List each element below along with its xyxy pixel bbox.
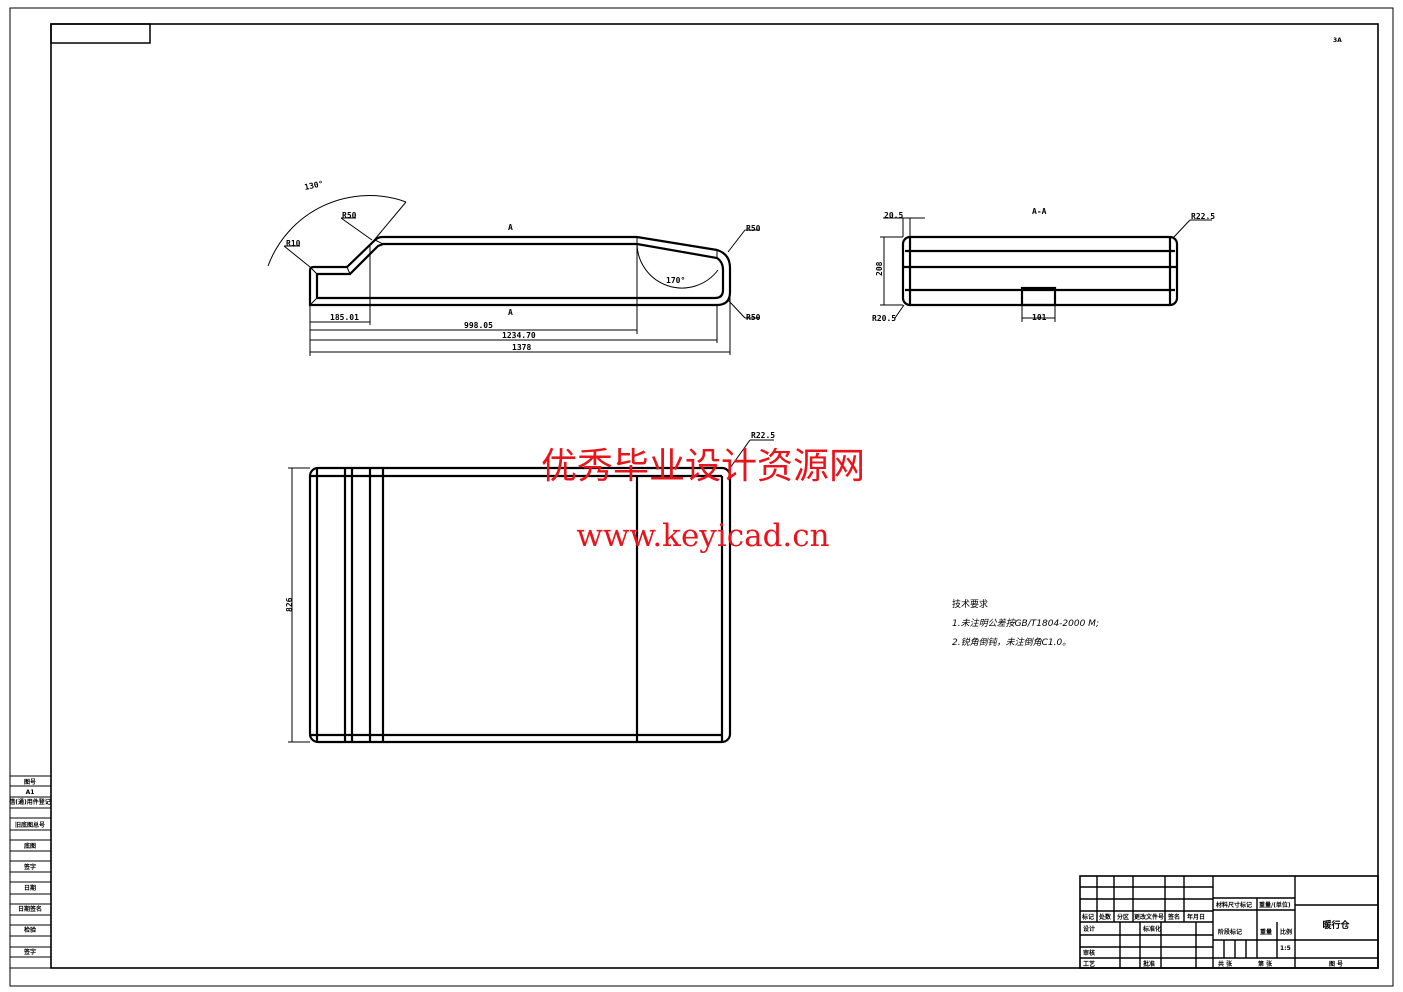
section-mark-bottom: A [508, 308, 513, 317]
sidebar-0: 图号 [24, 778, 36, 786]
hdr-sign: 签名 [1167, 913, 1180, 921]
dim-r50-c: R50 [746, 313, 761, 322]
drawing-frame [50, 23, 1379, 969]
title-block: 标记 处数 分区 更改文件号 签名 年月日 设计 标准化 审核 工艺 批准 材料… [1079, 875, 1379, 969]
dim-1378: 1378 [512, 343, 531, 352]
role-design: 设计 [1083, 925, 1095, 933]
front-view: A-A 20.5 208 R22.5 R20.5 101 [872, 207, 1215, 323]
note-line-1: 1.未注明公差按GB/T1804-2000 M; [952, 618, 1099, 629]
role-standard: 标准化 [1142, 925, 1161, 933]
dim-826: 826 [285, 597, 294, 612]
hdr-count: 处数 [1098, 913, 1112, 921]
role-review: 审核 [1083, 949, 1095, 957]
sidebar-5: 签字 [23, 863, 36, 871]
sidebar-table: 图号 A1 借(通)用件登记 旧底图总号 底图 签字 日期 日期签名 检验 签字 [8, 775, 52, 969]
hdr-date: 年月日 [1187, 913, 1205, 921]
outer-border [9, 7, 1394, 987]
dim-r20-5: R20.5 [872, 314, 896, 323]
weight-label: 重量 [1260, 928, 1272, 936]
dim-r22-5-top: R22.5 [751, 431, 775, 440]
dim-r50-a: R50 [342, 211, 357, 220]
top-view: 826 R22.5 [285, 431, 775, 744]
part-name: 暖行仓 [1322, 919, 1350, 931]
side-view: R10 R50 R50 R50 130° 170° 185.01 998.05 … [267, 179, 761, 356]
sidebar-9: 签字 [23, 948, 36, 956]
dim-r22-5: R22.5 [1191, 212, 1215, 221]
view-label-aa: A-A [1032, 207, 1047, 216]
sidebar-3: 旧底图总号 [15, 821, 45, 829]
hdr-mark: 标记 [1081, 913, 1094, 921]
notes-title: 技术要求 [952, 598, 988, 610]
drawing-number: 图 号 [1329, 960, 1343, 968]
sidebar-1: A1 [26, 789, 35, 796]
scale-label: 比例 [1280, 928, 1292, 936]
sheet-number: 第 张 [1257, 960, 1273, 968]
dim-185: 185.01 [330, 313, 359, 322]
dim-208: 208 [875, 261, 884, 276]
material-label: 材料尺寸标记 [1215, 901, 1252, 909]
hdr-change-doc: 更改文件号 [1134, 913, 1164, 921]
hdr-zone: 分区 [1117, 913, 1129, 921]
section-mark-top: A [508, 223, 513, 232]
sidebar-4: 底图 [24, 842, 36, 850]
dim-101: 101 [1032, 313, 1047, 322]
technical-notes: 技术要求 1.未注明公差按GB/T1804-2000 M; 2.锐角倒钝，未注倒… [952, 598, 1099, 648]
watermark-title: 优秀毕业设计资源网 [541, 446, 865, 487]
sidebar-8: 检验 [24, 926, 36, 934]
dim-angle-170: 170° [666, 276, 685, 285]
watermark-url: www.keyicad.cn [576, 518, 829, 554]
dim-998: 998.05 [464, 321, 493, 330]
dim-r10: R10 [286, 239, 301, 248]
unit-label: 重量/(单位) [1259, 901, 1291, 909]
dim-angle-130: 130° [304, 179, 325, 192]
sidebar-7: 日期签名 [18, 905, 42, 913]
dim-20-5: 20.5 [884, 211, 903, 220]
stage-label: 阶段标记 [1218, 928, 1242, 936]
sheets-total: 共 张 [1218, 960, 1233, 968]
dim-1234: 1234.70 [502, 331, 536, 340]
sidebar-6: 日期 [24, 884, 36, 892]
note-line-2: 2.锐角倒钝，未注倒角C1.0。 [952, 637, 1071, 648]
scale-value: 1:5 [1280, 945, 1291, 952]
role-approve: 批准 [1143, 960, 1155, 968]
corner-mark: 3A [1333, 37, 1342, 44]
dim-r50-b: R50 [746, 224, 761, 233]
sidebar-2: 借(通)用件登记 [8, 798, 51, 806]
code-box [50, 23, 151, 44]
role-process: 工艺 [1083, 960, 1095, 968]
